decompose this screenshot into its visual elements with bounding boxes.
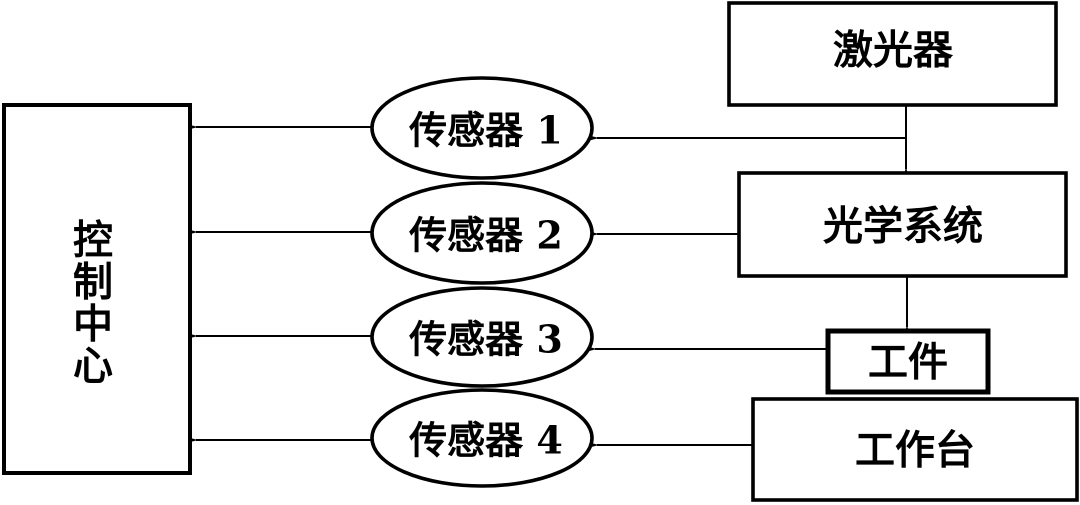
control-center-box: [2, 103, 192, 475]
sensor-3-label: 传感器 3: [408, 317, 563, 362]
sensor-3-ellipse: [370, 286, 594, 388]
workpiece-label: 工件: [868, 339, 948, 386]
sensor-1-label: 传感器 1: [408, 108, 563, 153]
worktable-node: 工作台: [751, 397, 1079, 502]
workpiece-node: 工件: [825, 328, 991, 395]
sensor-2-node: 传感器 2: [370, 181, 594, 285]
sensor-4-node: 传感器 4: [370, 388, 594, 488]
control-center-label-char: 中: [73, 301, 113, 348]
laser-label: 激光器: [833, 27, 954, 74]
control-center-node: 控 制 中 心: [2, 103, 192, 475]
laser-box: [727, 1, 1058, 107]
control-center-label-char: 制: [73, 259, 113, 306]
worktable-label: 工作台: [855, 427, 975, 474]
sensor-2-label: 传感器 2: [408, 213, 563, 258]
worktable-box: [751, 397, 1079, 502]
control-center-label-char: 心: [73, 343, 113, 390]
sensor-4-ellipse: [370, 388, 594, 488]
optical-system-box: [737, 171, 1068, 278]
laser-node: 激光器: [727, 1, 1058, 107]
optical-system-node: 光学系统: [737, 171, 1068, 278]
sensor-3-node: 传感器 3: [370, 286, 594, 388]
sensor-1-ellipse: [370, 76, 594, 180]
optical-system-label: 光学系统: [823, 203, 983, 250]
sensor-2-ellipse: [370, 181, 594, 285]
control-center-label-char: 控: [73, 217, 113, 264]
sensor-4-label: 传感器 4: [408, 418, 563, 463]
sensor-1-node: 传感器 1: [370, 76, 594, 180]
workpiece-box: [825, 328, 991, 395]
